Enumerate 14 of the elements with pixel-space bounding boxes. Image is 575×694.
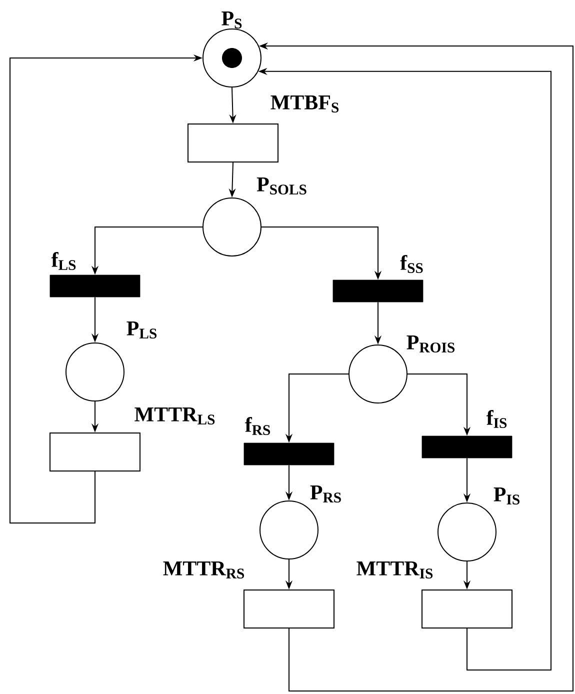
node-label: MTTR$_{IS}$ (356, 562, 433, 578)
node-label: MTTR$_{RS}$ (163, 562, 244, 578)
node-label: P$_{IS}$ (494, 488, 520, 504)
node-label: f$_{SS}$ (400, 254, 423, 274)
node-label: MTBF$_{S}$ (270, 96, 339, 112)
node-label: f$_{RS}$ (245, 416, 270, 436)
node-label: P$_{LS}$ (126, 322, 157, 338)
node-label: P$_{RS}$ (310, 486, 341, 502)
node-label: f$_{IS}$ (486, 410, 507, 428)
node-label: MTTR$_{LS}$ (134, 408, 215, 424)
node-label: P$_{SOLS}$ (256, 178, 306, 194)
node-label: P$_{ROIS}$ (406, 336, 454, 352)
node-label: P$_{S}$ (222, 12, 242, 28)
node-label: f$_{LS}$ (51, 252, 76, 270)
